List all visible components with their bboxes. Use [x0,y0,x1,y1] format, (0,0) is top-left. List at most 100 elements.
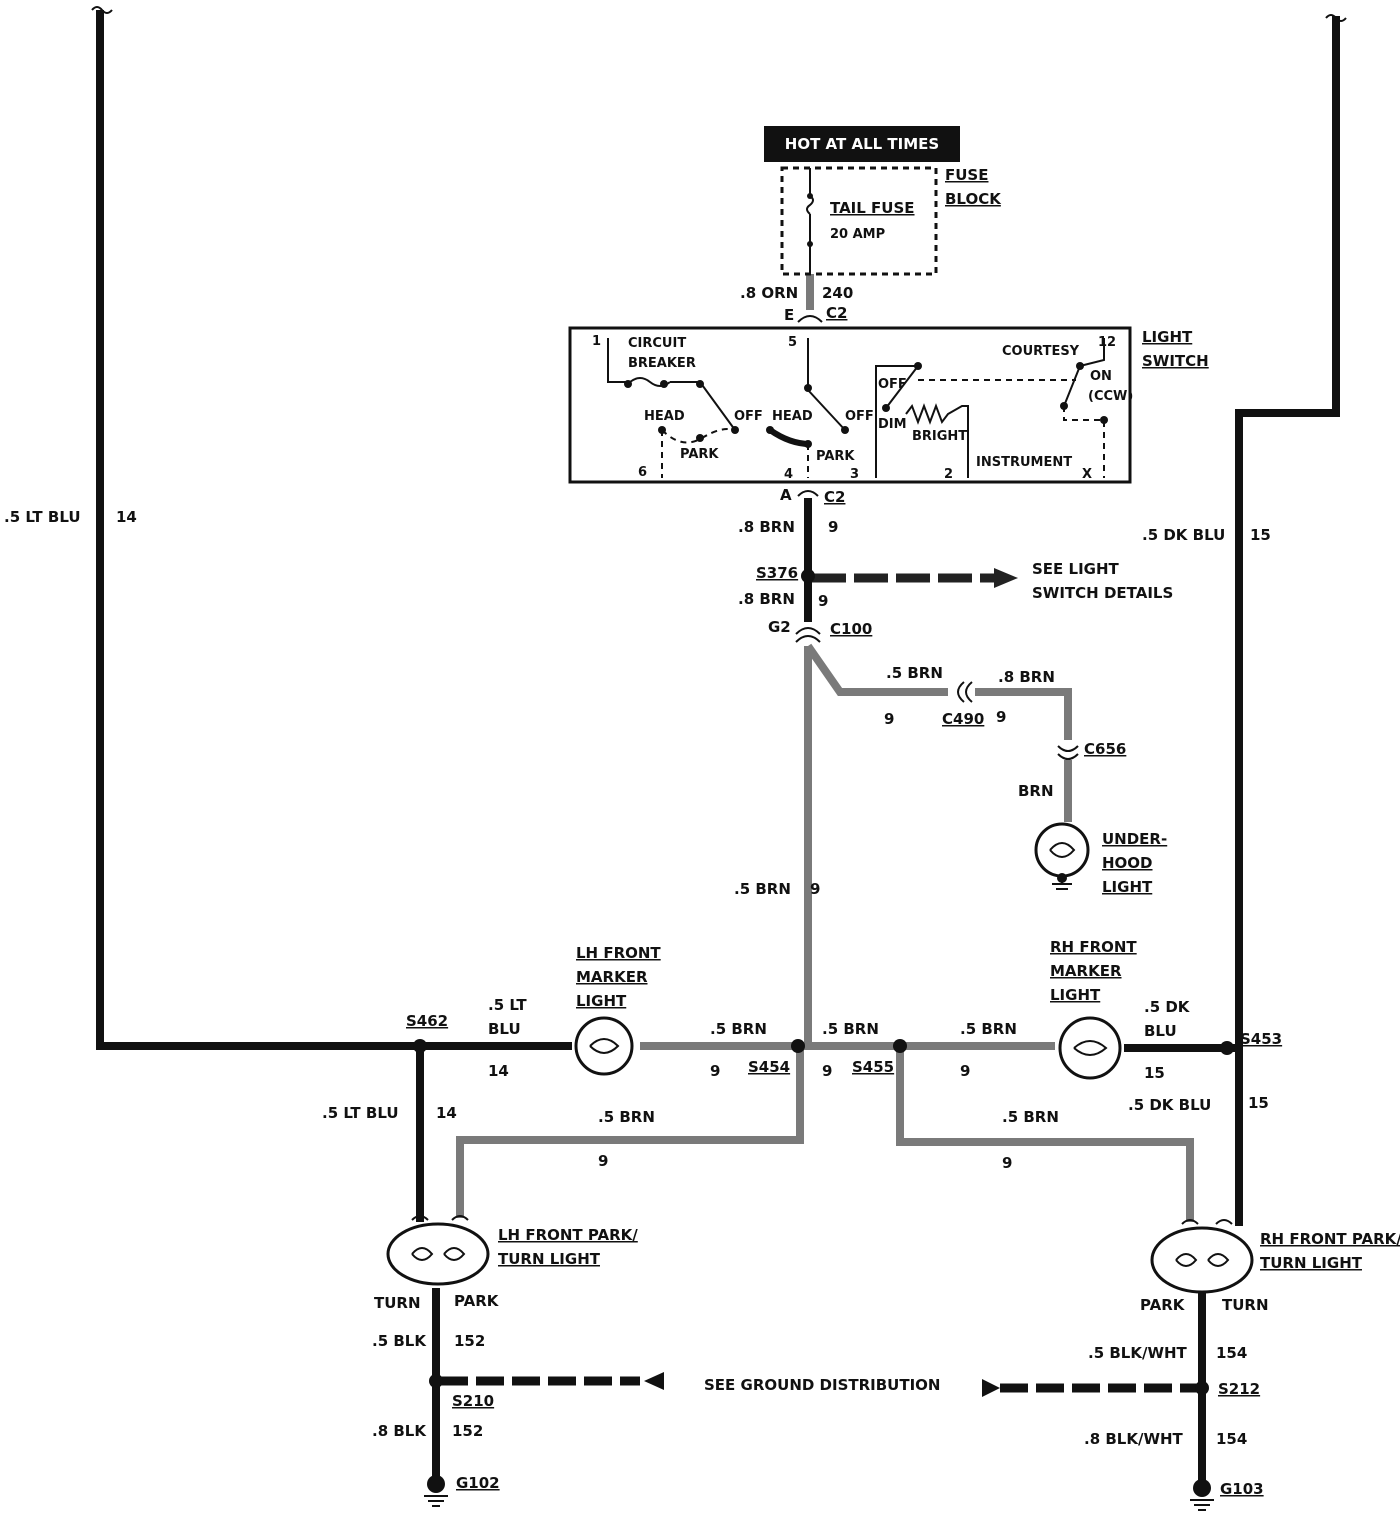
connector-c490 [957,681,973,703]
pin-1: 1 [592,334,601,349]
see-ground-label: SEE GROUND DISTRIBUTION [704,1376,940,1394]
wire-brn-underhood [975,688,1072,740]
see-switch-1: SEE LIGHT [1032,560,1120,578]
label-152-a: 152 [454,1332,485,1350]
splice-s210 [429,1374,443,1388]
lh-marker-light-icon [574,1016,634,1076]
ground-g103-icon [1190,1479,1214,1511]
splice-s454 [791,1039,805,1053]
connector-c656 [1057,745,1079,760]
label-dkblu-main: .5 DK BLU [1142,526,1225,544]
label-brn5-d: .5 BRN [822,1020,879,1038]
lh-turn-label: TURN [374,1294,421,1312]
label-dkblu-c: .5 DK BLU [1128,1096,1211,1114]
label-14-c: 14 [436,1104,457,1122]
label-c2-bottom: C2 [824,488,845,506]
connector-c100 [795,627,821,643]
pin-3: 3 [850,467,859,482]
splice-s376 [801,569,815,583]
pin-4: 4 [784,467,793,482]
switch-title-1: LIGHT [1142,328,1193,346]
label-c656: C656 [1084,740,1126,758]
switch-instrument: INSTRUMENT [976,455,1072,470]
label-9-h: 9 [960,1062,970,1080]
connector-c2-top [797,315,823,323]
label-ltblu-a: .5 LT [488,996,527,1014]
wire-lt-blu-14 [96,10,424,1050]
label-ltblu-main: .5 LT BLU [4,508,81,526]
switch-off-1: OFF [734,409,763,424]
label-brn5-f: .5 BRN [598,1108,655,1126]
underhood-label-1: UNDER- [1102,830,1167,848]
hot-banner [764,126,960,162]
label-blk8: .8 BLK [372,1422,427,1440]
rh-park-label-2: TURN LIGHT [1260,1254,1363,1272]
label-blk5: .5 BLK [372,1332,427,1350]
rh-turn-label: TURN [1222,1296,1269,1314]
label-9-b: 9 [818,592,828,610]
fuse-block-box [780,166,938,276]
label-154-a: 154 [1216,1344,1247,1362]
rh-marker-light-icon [1058,1016,1122,1080]
splice-s453 [1220,1041,1234,1055]
pin-x: X [1082,467,1092,482]
rh-park-label-1: RH FRONT PARK/ [1260,1230,1400,1248]
rh-marker-label-3: LIGHT [1050,986,1101,1004]
ground-g102-icon [424,1475,448,1507]
switch-bright: BRIGHT [912,429,967,444]
label-brn5-c: .5 BRN [710,1020,767,1038]
label-154-b: 154 [1216,1430,1247,1448]
fuse-icon [806,195,814,215]
rh-marker-label-2: MARKER [1050,962,1122,980]
lh-marker-label-2: MARKER [576,968,648,986]
switch-dim: DIM [878,417,907,432]
label-blkwht8: .8 BLK/WHT [1084,1430,1184,1448]
label-240: 240 [822,284,853,302]
lh-marker-label-1: LH FRONT [576,944,661,962]
switch-off-2: OFF [845,409,874,424]
label-9-e: 9 [810,880,820,898]
pin-6: 6 [638,465,647,480]
label-dk-b: BLU [1144,1022,1177,1040]
see-switch-2: SWITCH DETAILS [1032,584,1173,602]
label-s212: S212 [1218,1380,1260,1398]
label-a: A [780,486,792,504]
label-c2-top: C2 [826,304,847,322]
label-s455: S455 [852,1058,894,1076]
switch-park-1: PARK [680,447,719,462]
label-15-main: 15 [1250,526,1271,544]
label-9-c: 9 [884,710,894,728]
label-15-b: 15 [1144,1064,1165,1082]
lh-park-label-1: LH FRONT PARK/ [498,1226,638,1244]
label-brn8-b: .8 BRN [738,590,795,608]
wire-rh-park [896,1046,1194,1222]
underhood-label-2: HOOD [1102,854,1153,872]
switch-off-3: OFF [878,377,907,392]
circuit-breaker-label-1: CIRCUIT [628,336,686,351]
label-brn5-g: .5 BRN [1002,1108,1059,1126]
label-9-j: 9 [1002,1154,1012,1172]
splice-s455 [893,1039,907,1053]
label-9-i: 9 [598,1152,608,1170]
label-152-b: 152 [452,1422,483,1440]
wire-brn-9-main [804,643,948,1046]
label-brn5-b: .5 BRN [734,880,791,898]
label-c490: C490 [942,710,984,728]
fuse-rating: 20 AMP [830,227,885,242]
label-s454: S454 [748,1058,790,1076]
label-9-a: 9 [828,518,838,536]
label-15-c: 15 [1248,1094,1269,1112]
label-dk-a: .5 DK [1144,998,1191,1016]
label-14-b: 14 [488,1062,509,1080]
label-ltblu-c: .5 LT BLU [322,1104,399,1122]
fuse-block-label-2: BLOCK [945,190,1002,208]
switch-head-1: HEAD [644,409,685,424]
label-c100: C100 [830,620,872,638]
label-g103: G103 [1220,1480,1264,1498]
label-s453: S453 [1240,1030,1282,1048]
switch-park-2: PARK [816,449,855,464]
label-e: E [784,306,794,324]
tail-fuse-label: TAIL FUSE [830,199,915,217]
rh-park-turn-light-icon [1150,1219,1254,1294]
